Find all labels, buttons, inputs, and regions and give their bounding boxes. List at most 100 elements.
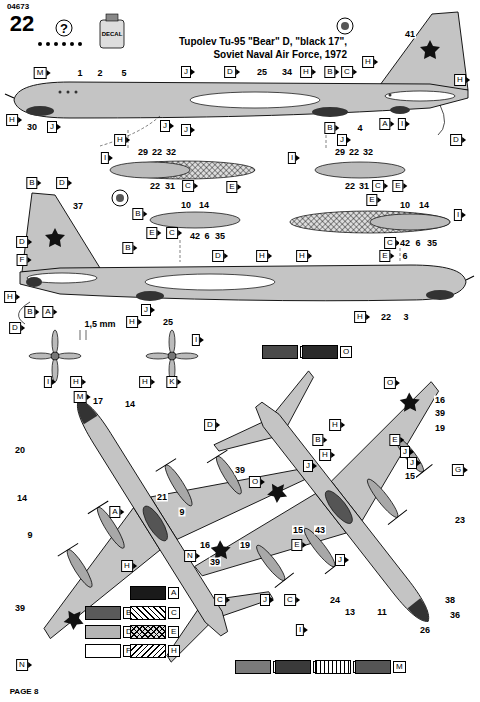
callout-number: 22: [348, 148, 360, 157]
callout-number: 31: [164, 182, 176, 191]
callout-number: 22: [344, 182, 356, 191]
callout-number: 13: [344, 608, 356, 617]
color-code: H: [319, 449, 331, 461]
color-letter: C: [168, 607, 180, 619]
callout-number: 36: [449, 611, 461, 620]
callout-number: 6: [414, 239, 421, 248]
color-code: J: [335, 554, 345, 566]
color-letter: E: [168, 626, 179, 638]
color-swatch: [85, 606, 121, 620]
color-code: H: [296, 250, 308, 262]
note: 1,5 mm: [83, 320, 116, 329]
callout-number: 4: [356, 124, 363, 133]
color-code: C: [214, 594, 226, 606]
color-code: H: [4, 291, 16, 303]
color-code: D: [450, 134, 462, 146]
color-code: H: [329, 419, 341, 431]
color-code: H: [126, 316, 138, 328]
color-letter: M: [393, 661, 406, 673]
callout-number: 14: [16, 494, 28, 503]
color-code: D: [212, 250, 224, 262]
color-code: D: [224, 66, 236, 78]
callout-number: 31: [358, 182, 370, 191]
color-code: D: [204, 419, 216, 431]
color-code: H: [362, 56, 374, 68]
color-code: B: [312, 434, 323, 446]
callout-number: 29: [137, 148, 149, 157]
callout-number: 10: [180, 201, 192, 210]
color-code: H: [354, 311, 366, 323]
callout-number: 43: [314, 526, 326, 535]
color-code: N: [184, 550, 196, 562]
color-code: D: [56, 177, 68, 189]
callout-number: 16: [199, 541, 211, 550]
color-code: M: [34, 67, 47, 79]
color-code: I: [296, 624, 304, 636]
callout-number: 22: [149, 182, 161, 191]
color-code: C: [166, 227, 178, 239]
color-code: J: [160, 120, 170, 132]
callout-number: 5: [120, 69, 127, 78]
color-code: O: [384, 377, 396, 389]
callout-number: 23: [454, 516, 466, 525]
color-code: H: [454, 74, 466, 86]
color-code: F: [17, 254, 28, 266]
callout-number: 10: [399, 201, 411, 210]
color-code: E: [146, 227, 157, 239]
color-code: E: [226, 181, 237, 193]
color-code: B: [26, 177, 37, 189]
color-swatch: [130, 586, 166, 600]
callout-number: 39: [234, 466, 246, 475]
color-code: I: [192, 334, 200, 346]
title: Tupolev Tu-95 "Bear" D, "black 17", Sovi…: [175, 36, 347, 61]
callout-number: 30: [26, 123, 38, 132]
color-code: C: [384, 237, 396, 249]
callout-number: 1: [76, 69, 83, 78]
color-code: H: [114, 134, 126, 146]
callout-number: 26: [419, 626, 431, 635]
color-code: H: [256, 250, 268, 262]
callout-number: 35: [426, 239, 438, 248]
step-number: 22: [9, 13, 35, 35]
color-code: E: [366, 194, 377, 206]
color-code: E: [392, 180, 403, 192]
color-code: B: [324, 66, 335, 78]
callout-number: 42: [399, 239, 411, 248]
callout-number: 15: [292, 526, 304, 535]
color-swatch: [130, 625, 166, 639]
callout-number: 42: [189, 232, 201, 241]
color-code: H: [70, 376, 82, 388]
color-swatch: [315, 660, 351, 674]
callout-number: 6: [401, 252, 408, 261]
color-code: M: [74, 391, 87, 403]
color-code: K: [166, 376, 177, 388]
color-code: C: [341, 66, 353, 78]
callout-number: 24: [329, 596, 341, 605]
color-code: E: [291, 539, 302, 551]
color-code: J: [141, 304, 151, 316]
color-code: E: [389, 434, 400, 446]
color-code: J: [337, 134, 347, 146]
color-code: B: [122, 242, 133, 254]
callout-number: 16: [434, 396, 446, 405]
callout-number: 21: [156, 493, 168, 502]
color-code: I: [398, 118, 406, 130]
color-code: G: [452, 464, 464, 476]
callout-number: 39: [14, 604, 26, 613]
color-code: A: [109, 506, 120, 518]
callout-number: 38: [444, 596, 456, 605]
color-code: J: [181, 66, 191, 78]
callout-number: 37: [72, 202, 84, 211]
color-code: I: [44, 376, 52, 388]
color-code: H: [300, 66, 312, 78]
callout-number: 32: [362, 148, 374, 157]
callout-number: 9: [26, 531, 33, 540]
color-code: H: [139, 376, 151, 388]
color-code: C: [284, 594, 296, 606]
callout-number: 19: [434, 424, 446, 433]
note: PAGE 8: [9, 688, 40, 696]
callout-number: 20: [14, 446, 26, 455]
callout-number: 22: [151, 148, 163, 157]
color-swatch: [302, 345, 338, 359]
